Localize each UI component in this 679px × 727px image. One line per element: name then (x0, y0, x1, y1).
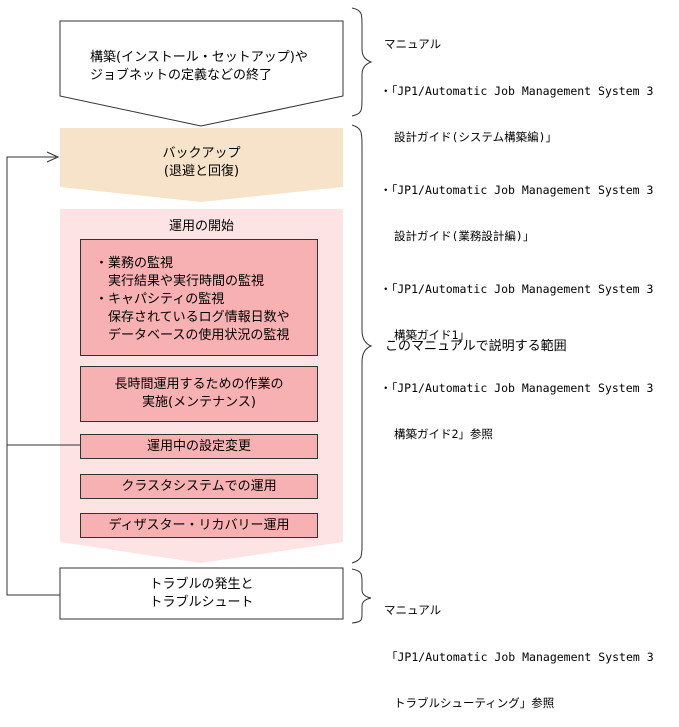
maintenance-task-box: 長時間運用するための作業の 実施(メンテナンス) (80, 366, 318, 422)
maintenance-line1: 長時間運用するための作業の (114, 377, 284, 392)
top-brace (351, 7, 373, 117)
monitoring-task-box: ・業務の監視 実行結果や実行時間の監視 ・キャパシティの監視 保存されているログ… (80, 239, 318, 356)
config-change-label: 運用中の設定変更 (146, 439, 251, 454)
bottom-manual-note: マニュアル 「JP1/Automatic Job Management Syst… (380, 572, 654, 727)
top-note-item2-line1: ・「JP1/Automatic Job Management System 3 (380, 182, 654, 197)
cluster-label: クラスタシステムでの運用 (121, 479, 277, 494)
trouble-step-text: トラブルの発生と トラブルシュート (60, 576, 343, 612)
trouble-step-line2: トラブルシュート (149, 595, 254, 610)
backup-step-line1: バックアップ (162, 146, 241, 161)
top-note-heading: マニュアル (384, 37, 442, 51)
bottom-note-heading: マニュアル (384, 603, 442, 617)
backup-step-shape (60, 128, 343, 202)
monitor-capacity-detail-1: 保存されているログ情報日数や (108, 310, 290, 325)
trouble-step-line1: トラブルの発生と (149, 577, 254, 592)
setup-step-line1: 構築(インストール・セットアップ)や (90, 50, 308, 65)
scope-brace (351, 124, 373, 564)
disaster-recovery-task-box: ディザスター・リカバリー運用 (80, 513, 318, 538)
bottom-brace (351, 568, 372, 624)
top-note-item3-line2: 構築ガイド1」 (394, 328, 470, 342)
setup-step-shape (59, 20, 344, 127)
top-manual-note: マニュアル ・「JP1/Automatic Job Management Sys… (380, 6, 653, 458)
backup-step-text: バックアップ (退避と回復) (60, 145, 343, 181)
top-note-item4-line1: ・「JP1/Automatic Job Management System 3 (380, 380, 654, 395)
monitor-business-detail: 実行結果や実行時間の監視 (108, 274, 265, 289)
top-note-item4-line2: 構築ガイド2」参照 (394, 427, 493, 441)
cluster-task-box: クラスタシステムでの運用 (80, 474, 318, 499)
top-note-item1-line2: 設計ガイド(システム構築編)」 (394, 130, 558, 144)
config-change-task-box: 運用中の設定変更 (80, 434, 318, 459)
bottom-note-line2: トラブルシューティング」参照 (394, 696, 555, 710)
trouble-step-shape (59, 567, 344, 620)
bottom-note-line1: 「JP1/Automatic Job Management System 3 (386, 649, 654, 664)
disaster-recovery-label: ディザスター・リカバリー運用 (108, 518, 290, 533)
setup-step-text: 構築(インストール・セットアップ)や ジョブネットの定義などの終了 (90, 49, 308, 85)
operation-title: 運用の開始 (168, 219, 234, 234)
maintenance-line2: 実施(メンテナンス) (142, 395, 256, 410)
loop-back-line (6, 156, 60, 596)
loop-arrowhead (46, 151, 60, 163)
monitor-capacity-bullet: ・キャパシティの監視 (95, 292, 225, 307)
monitor-business-bullet: ・業務の監視 (95, 256, 174, 271)
setup-step-line2: ジョブネットの定義などの終了 (90, 68, 273, 83)
scope-label: このマニュアルで説明する範囲 (385, 339, 567, 354)
top-note-item3-line1: ・「JP1/Automatic Job Management System 3 (380, 281, 654, 296)
top-note-item2-line2: 設計ガイド(業務設計編)」 (394, 229, 535, 243)
top-note-item1-line1: ・「JP1/Automatic Job Management System 3 (380, 83, 654, 98)
backup-step-line2: (退避と回復) (163, 164, 240, 179)
monitor-capacity-detail-2: データベースの使用状況の監視 (108, 328, 290, 343)
